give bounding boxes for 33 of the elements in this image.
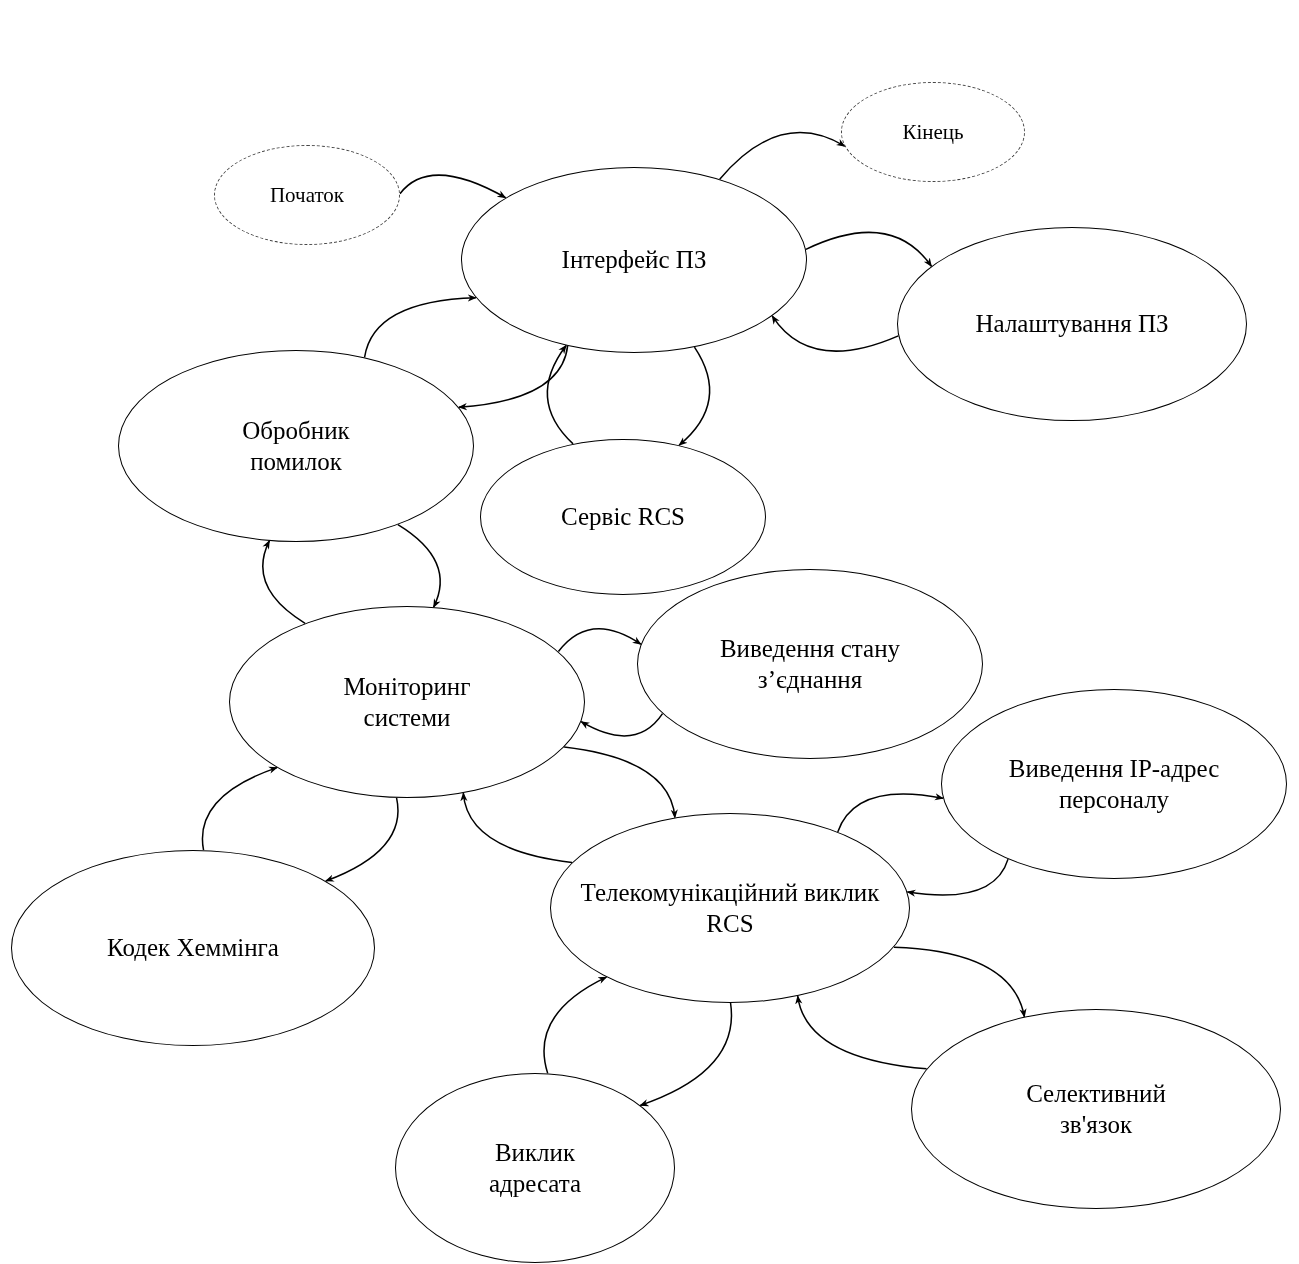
curved-arrow (457, 345, 569, 411)
curved-arrow (557, 628, 642, 653)
curved-arrow (580, 712, 664, 737)
node-label: Виведення IP-адрес персоналу (1007, 753, 1221, 815)
curved-arrow (543, 976, 608, 1075)
node-label: Інтерфейс ПЗ (561, 245, 707, 276)
node-label: Селективний зв'язок (1025, 1078, 1167, 1140)
curved-arrow (201, 766, 278, 851)
curved-arrow (805, 231, 933, 267)
curved-arrow (563, 746, 678, 819)
node-label: Моніторинг системи (342, 671, 472, 733)
node-label: Телекомунікаційний виклик RCS (579, 877, 881, 939)
node-label: Налаштування ПЗ (975, 309, 1169, 340)
node-label: Виклик адресата (487, 1137, 583, 1199)
curved-arrow (397, 523, 441, 608)
curved-arrow (262, 540, 306, 625)
curved-arrow (460, 792, 573, 864)
node-label: Кінець (902, 118, 964, 146)
curved-arrow (893, 946, 1026, 1018)
node-label: Обробник помилок (241, 415, 351, 477)
curved-arrow (363, 294, 477, 359)
node-label: Початок (269, 181, 345, 209)
curved-arrow (837, 793, 944, 833)
curved-arrow (639, 1002, 733, 1107)
curved-arrow (399, 174, 507, 199)
node-label: Кодек Хеммінга (107, 933, 279, 964)
node-label: Виведення стану з’єднання (718, 633, 902, 695)
node-label: Сервіс RCS (561, 502, 685, 533)
curved-arrow (795, 995, 928, 1070)
curved-arrow (325, 797, 399, 882)
curved-arrow (678, 346, 711, 446)
curved-arrow (771, 315, 900, 352)
curved-arrow (546, 344, 574, 445)
